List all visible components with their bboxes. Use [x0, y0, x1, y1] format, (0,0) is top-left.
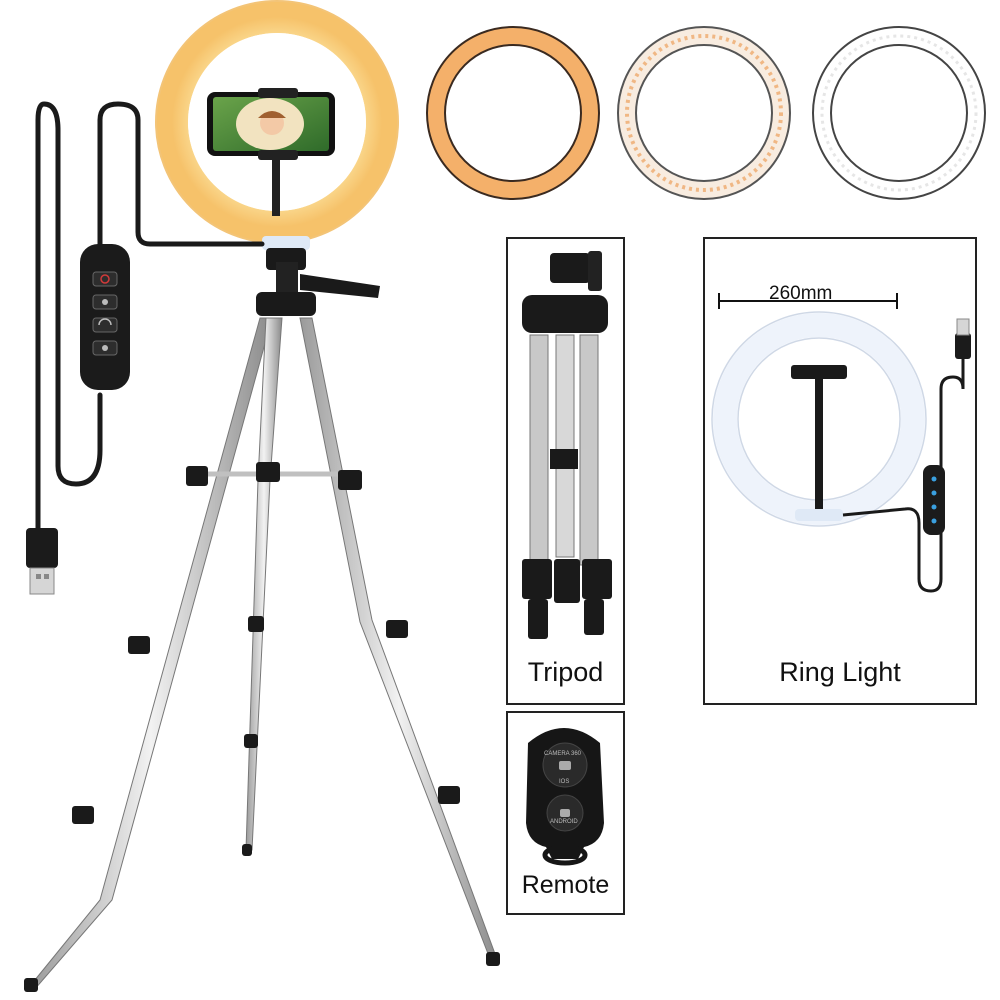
tripod-panel: Tripod — [506, 237, 625, 705]
bluetooth-remote-image — [526, 728, 604, 866]
camera-icon — [559, 761, 571, 770]
folded-tripod-image — [522, 251, 612, 639]
neutral-mode-ring — [617, 26, 791, 200]
inline-controller — [80, 244, 130, 390]
ring-light-panel: 260mm Ring Light — [703, 237, 977, 705]
usb-cable-with-controller — [35, 101, 265, 533]
remote-top-button-subtext: IOS — [559, 779, 570, 785]
remote-panel: CAMERA 360 IOS ANDROID Remote — [506, 711, 625, 915]
tripod-label: Tripod — [527, 657, 604, 687]
tripod-legs — [24, 317, 500, 992]
ring-mount — [262, 236, 310, 250]
remote-top-button-text: CAMERA 360 — [544, 751, 582, 757]
warm-mode-ring — [426, 26, 600, 200]
ring-light-label: Ring Light — [779, 657, 901, 687]
ring-diameter-label: 260mm — [769, 283, 833, 304]
remote-label: Remote — [521, 871, 610, 899]
ring-light-image — [711, 293, 971, 593]
remote-bottom-button-text: ANDROID — [550, 819, 578, 825]
usb-plug-icon — [26, 528, 58, 595]
phone-with-photo — [207, 88, 335, 216]
cool-mode-ring — [812, 26, 986, 200]
tripod-head — [256, 248, 380, 316]
camera-icon — [560, 809, 570, 817]
